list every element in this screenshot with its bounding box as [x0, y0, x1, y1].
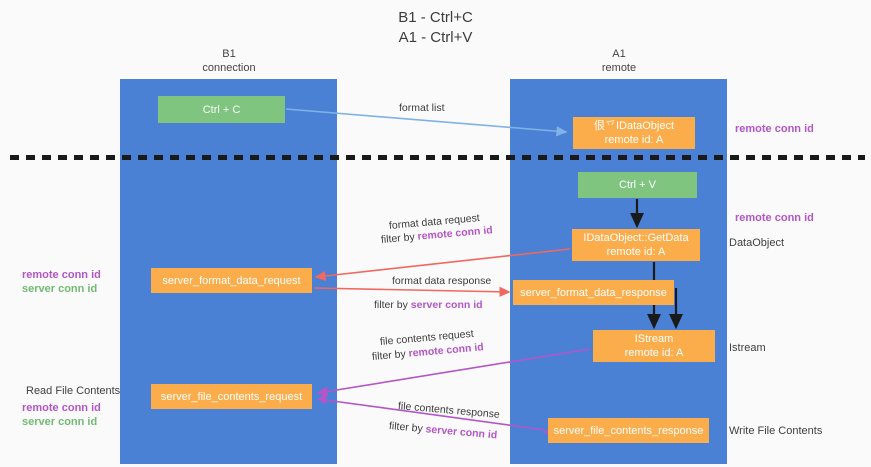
- edge-label-file-contents-response: file contents response: [397, 400, 501, 421]
- node-istream-line2: remote id: A: [624, 347, 684, 359]
- lane-header-a1-role: remote: [601, 62, 637, 74]
- node-server-file-contents-request[interactable]: server_file_contents_request: [151, 384, 312, 409]
- lane-header-b1-role: connection: [202, 62, 256, 74]
- annotation-left-conn-ids-2: remote conn id server conn id: [22, 401, 101, 429]
- section-divider: [10, 155, 865, 160]
- node-idataobject-line1: 佷乊IDataObject: [593, 120, 675, 132]
- annotation-left-server-conn-id-2: server conn id: [22, 416, 98, 428]
- annotation-left-remote-conn-id-2: remote conn id: [22, 402, 101, 414]
- annotation-remote-conn-id-mid: remote conn id: [735, 212, 814, 224]
- node-server-file-contents-request-label: server_file_contents_request: [160, 390, 303, 403]
- node-server-file-contents-response-label: server_file_contents_response: [553, 424, 704, 437]
- annotation-remote-conn-id-top: remote conn id: [735, 123, 814, 135]
- node-getdata-line1: IDataObject::GetData: [583, 232, 689, 244]
- annotation-left-remote-conn-id: remote conn id: [22, 269, 101, 281]
- filter-key-server-conn-id: server conn id: [425, 423, 498, 442]
- node-idataobject[interactable]: 佷乊IDataObject remote id: A: [573, 117, 695, 149]
- annotation-dataobject: DataObject: [729, 237, 785, 249]
- lane-header-a1: A1 remote: [545, 47, 693, 75]
- node-ctrl-c[interactable]: Ctrl + C: [158, 96, 285, 123]
- node-server-format-data-request[interactable]: server_format_data_request: [151, 268, 312, 293]
- filter-key-server-conn-id: server conn id: [410, 299, 483, 311]
- node-server-format-data-response[interactable]: server_format_data_response: [513, 280, 674, 305]
- node-idataobject-line2: remote id: A: [604, 134, 664, 146]
- title-line-1: B1 - Ctrl+C: [398, 9, 473, 26]
- lane-header-b1-name: B1: [222, 48, 236, 60]
- arrow-format-data-response: [313, 286, 511, 297]
- title-line-2: A1 - Ctrl+V: [398, 29, 473, 46]
- filter-prefix: filter by: [380, 230, 419, 246]
- node-ctrl-c-label: Ctrl + C: [202, 103, 241, 116]
- annotation-left-conn-ids: remote conn id server conn id: [22, 268, 101, 296]
- annotation-istream: Istream: [729, 342, 766, 354]
- node-istream[interactable]: IStream remote id: A: [593, 330, 715, 362]
- filter-prefix: filter by: [374, 299, 411, 311]
- node-getdata-line2: remote id: A: [606, 246, 666, 258]
- annotation-left-server-conn-id: server conn id: [22, 283, 98, 295]
- filter-prefix: filter by: [371, 347, 410, 363]
- edge-label-file-contents-response-filter: filter by server conn id: [388, 419, 497, 442]
- annotation-read-file-contents: Read File Contents: [26, 385, 121, 397]
- lane-header-b1: B1 connection: [155, 47, 303, 75]
- annotation-write-file-contents: Write File Contents: [729, 425, 823, 437]
- node-server-format-data-response-label: server_format_data_response: [520, 286, 667, 299]
- node-server-format-data-request-label: server_format_data_request: [162, 274, 301, 287]
- node-ctrl-v[interactable]: Ctrl + V: [578, 172, 697, 198]
- node-ctrl-v-label: Ctrl + V: [619, 179, 656, 191]
- node-istream-line1: IStream: [634, 333, 674, 345]
- node-server-file-contents-response[interactable]: server_file_contents_response: [548, 418, 709, 443]
- node-idataobject-getdata[interactable]: IDataObject::GetData remote id: A: [572, 229, 700, 261]
- edge-label-format-data-response-filter: filter by server conn id: [374, 298, 483, 312]
- filter-prefix: filter by: [388, 420, 427, 436]
- page-title: B1 - Ctrl+C A1 - Ctrl+V: [0, 8, 871, 48]
- lane-header-a1-name: A1: [612, 48, 626, 60]
- edge-label-format-data-response: format data response: [392, 275, 492, 287]
- edge-label-format-list: format list: [399, 102, 445, 114]
